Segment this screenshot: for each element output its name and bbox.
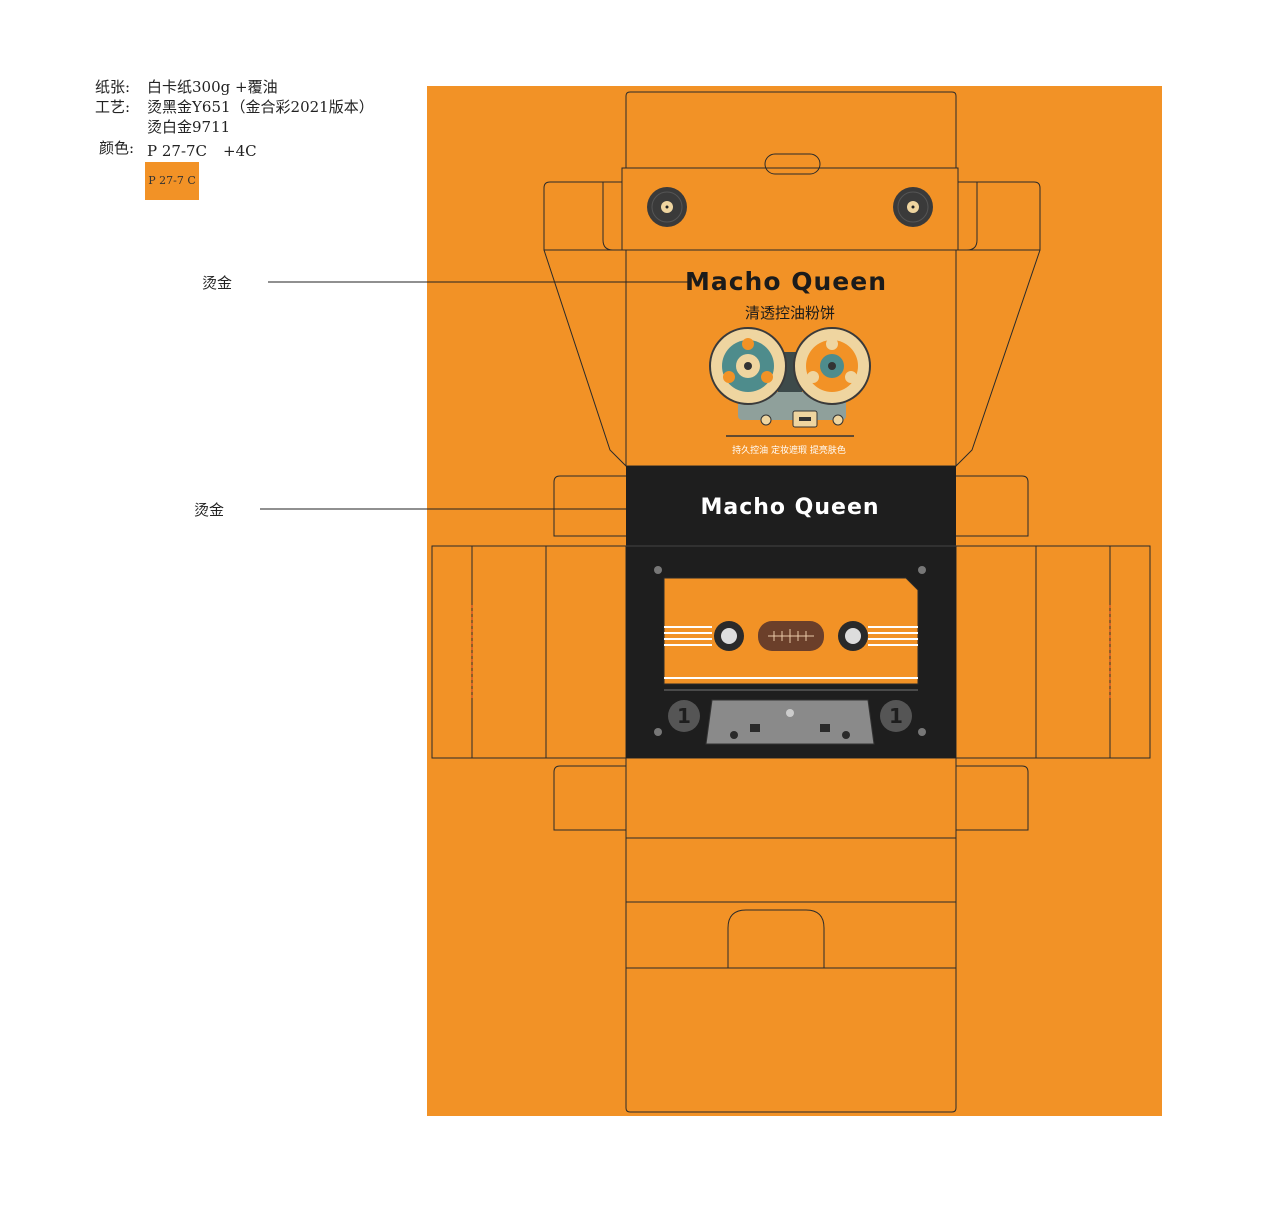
callout-band-label: 烫金 bbox=[194, 501, 225, 519]
left-dust-flap bbox=[543, 181, 622, 251]
process-value-2: 烫白金9711 bbox=[147, 118, 231, 136]
bottom-tuck-flap bbox=[625, 968, 957, 1113]
process-value-1: 烫黑金Y651（金合彩2021版本） bbox=[147, 98, 374, 116]
vinyl-record-right bbox=[893, 187, 933, 227]
left-reel bbox=[709, 327, 787, 405]
cassette-illustration bbox=[654, 566, 926, 745]
callout-top-label: 烫金 bbox=[202, 274, 233, 292]
color-swatch: P 27-7 C bbox=[145, 162, 199, 200]
left-small-flap bbox=[553, 475, 626, 537]
bottom-panel-3 bbox=[625, 901, 957, 969]
cassette-side-left: 1 bbox=[677, 704, 691, 728]
cassette-side-right: 1 bbox=[889, 704, 903, 728]
reel-to-reel-recorder-illustration bbox=[709, 327, 871, 437]
vinyl-record-left bbox=[647, 187, 687, 227]
right-dust-flap bbox=[958, 181, 1041, 251]
product-name: 清透控油粉饼 bbox=[745, 304, 835, 322]
right-reel bbox=[793, 327, 871, 405]
right-trapezoid-flap bbox=[955, 249, 1041, 467]
brand-title-top: Macho Queen bbox=[685, 267, 887, 296]
process-label: 工艺: bbox=[95, 98, 131, 116]
thumb-notch bbox=[764, 153, 821, 175]
left-lower-flap bbox=[553, 765, 626, 831]
bottom-thumb-tab bbox=[727, 909, 825, 968]
brand-title-band: Macho Queen bbox=[700, 495, 879, 520]
right-small-flap bbox=[956, 475, 1029, 537]
color-label: 颜色: bbox=[99, 139, 135, 157]
color-value: P 27-7C bbox=[147, 142, 208, 160]
color-extra: +4C bbox=[223, 142, 257, 160]
top-tuck-flap bbox=[625, 91, 957, 168]
feature-tagline: 持久控油 定妆遮瑕 提亮肤色 bbox=[732, 444, 846, 456]
paper-label: 纸张: bbox=[95, 78, 131, 96]
right-lower-flap bbox=[956, 765, 1029, 831]
left-trapezoid-flap bbox=[543, 249, 627, 467]
perforation-lines bbox=[471, 605, 1111, 700]
paper-value: 白卡纸300g +覆油 bbox=[147, 78, 278, 96]
